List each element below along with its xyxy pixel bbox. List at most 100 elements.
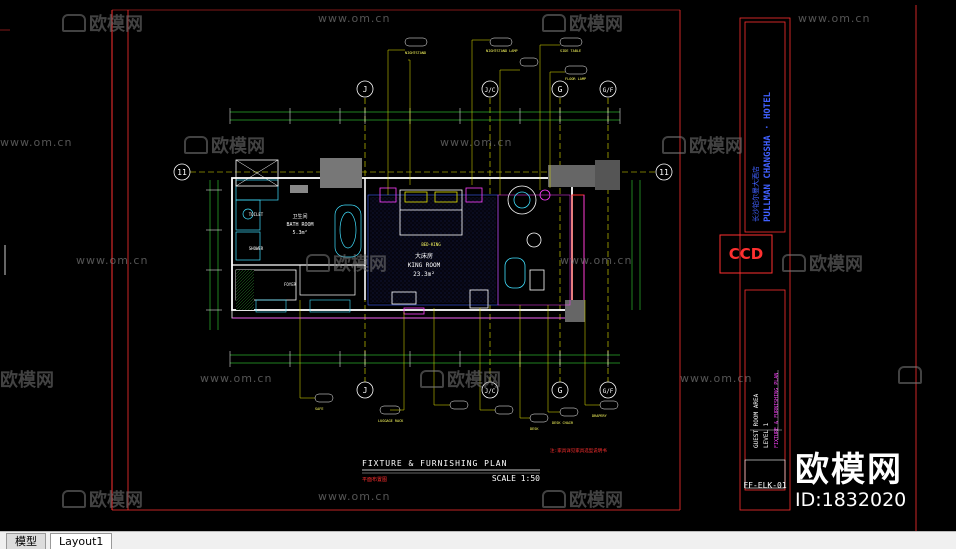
bath-fixtures bbox=[235, 179, 362, 296]
watermark-url: www.om.cn bbox=[680, 372, 753, 385]
callout-tags-bottom bbox=[314, 393, 619, 423]
callout-safe: SAFE bbox=[315, 407, 323, 411]
cad-drawing[interactable]: J J/C G G/F J J/C G G/F bbox=[0, 0, 956, 531]
watermark-brand: 欧模网 bbox=[782, 250, 863, 276]
grid-bubble-top-jc: J/C bbox=[481, 80, 499, 98]
watermark-url: www.om.cn bbox=[560, 254, 633, 267]
plan-title-block: FIXTURE & FURNISHING PLAN 平面布置图 SCALE 1:… bbox=[362, 459, 540, 483]
tab-model[interactable]: 模型 bbox=[6, 533, 46, 549]
watermark-logo-icon bbox=[898, 366, 922, 384]
watermark-logo-icon bbox=[62, 14, 86, 32]
watermark-logo-icon bbox=[420, 370, 444, 388]
armchair bbox=[504, 185, 551, 291]
dimension-lines bbox=[209, 111, 641, 364]
watermark-brand: 欧模网 bbox=[62, 10, 143, 36]
room-area: 23.3m² bbox=[413, 271, 435, 278]
shower-area bbox=[235, 159, 279, 187]
plan-title: FIXTURE & FURNISHING PLAN bbox=[362, 459, 507, 468]
tb-drawing: FIXTURE & FURNISHING PLAN bbox=[774, 373, 780, 448]
desk-luggage bbox=[391, 289, 489, 315]
grid-bubble-left-11: 11 bbox=[173, 163, 191, 181]
plan-scale: SCALE 1:50 bbox=[492, 474, 540, 483]
watermark-url: www.om.cn bbox=[440, 136, 513, 149]
watermark-url: www.om.cn bbox=[0, 136, 73, 149]
king-bed bbox=[379, 187, 483, 236]
watermark-brand: 欧模网 bbox=[542, 10, 623, 36]
grid-label: G bbox=[558, 85, 563, 94]
watermark-url: www.om.cn bbox=[200, 372, 273, 385]
bed-label: BED-KING bbox=[421, 242, 441, 247]
callout-tags-top bbox=[404, 37, 588, 75]
grid-bubble-top-gf: G/F bbox=[599, 80, 617, 98]
foyer-wardrobe bbox=[235, 269, 351, 313]
watermark-logo-icon bbox=[306, 254, 330, 272]
shower-label: SHOWER bbox=[249, 246, 264, 251]
watermark-big-brand: 欧模网 ID:1832020 bbox=[795, 452, 906, 512]
callout-side-table: SIDE TABLE bbox=[560, 49, 581, 53]
watermark-brand: 欧模网 bbox=[0, 370, 54, 391]
callout-desk: DESK bbox=[530, 427, 539, 431]
layout-sheet-frames bbox=[0, 5, 917, 531]
grid-label: J/C bbox=[485, 87, 496, 94]
room-cn: 大床房 bbox=[415, 252, 433, 260]
dimension-ticks bbox=[206, 108, 621, 367]
grid-bubble-bottom-j: J bbox=[356, 381, 374, 399]
callout-leaders-top bbox=[387, 39, 565, 195]
grid-label: J bbox=[363, 85, 368, 94]
grid-label: 11 bbox=[659, 168, 669, 177]
callout-floor-lamp: FLOOR LAMP bbox=[565, 77, 586, 81]
watermark-logo-icon bbox=[782, 254, 806, 272]
callout-luggage-rack: LUGGAGE RACK bbox=[378, 419, 404, 423]
title-block: PULLMAN CHANGSHA · HOTEL 长沙铂尔曼大酒店 CCD GU… bbox=[719, 21, 787, 491]
king-room-floor bbox=[367, 194, 571, 306]
watermark-brand: 欧模网 bbox=[306, 250, 387, 276]
tb-number: FF-ELK-01 bbox=[743, 481, 787, 490]
tab-layout1[interactable]: Layout1 bbox=[50, 533, 113, 549]
bath-cn: 卫生间 bbox=[292, 213, 307, 220]
hotel-name-cn: 长沙铂尔曼大酒店 bbox=[751, 166, 760, 222]
grid-label: J bbox=[363, 386, 368, 395]
callout-nightstand: NIGHTSTAND bbox=[405, 51, 426, 55]
room-en: KING ROOM bbox=[408, 262, 441, 269]
watermark-brand: 欧模网 bbox=[420, 366, 501, 392]
plan-title-cn: 平面布置图 bbox=[362, 476, 387, 483]
grid-bubble-top-j: J bbox=[356, 80, 374, 98]
grid-bubble-right-11: 11 bbox=[655, 163, 673, 181]
watermark-url: www.om.cn bbox=[76, 254, 149, 267]
layout-tab-bar: 模型 Layout1 bbox=[0, 531, 956, 549]
resource-id: ID:1832020 bbox=[795, 489, 907, 511]
grid-bubble-bottom-gf: G/F bbox=[599, 381, 617, 399]
grid-label: G bbox=[558, 386, 563, 395]
hotel-name: PULLMAN CHANGSHA · HOTEL bbox=[763, 91, 773, 222]
watermark-logo-icon bbox=[184, 136, 208, 154]
callout-leaders-bottom bbox=[299, 300, 600, 419]
structural-columns bbox=[290, 158, 620, 322]
watermark-brand: 欧模网 bbox=[184, 132, 265, 158]
watermark-logo-icon bbox=[62, 490, 86, 508]
grid-bubble-bottom-g: G bbox=[551, 381, 569, 399]
grid-bubble-top-g: G bbox=[551, 80, 569, 98]
tb-level: LEVEL 1 bbox=[763, 422, 770, 448]
plan-note: 注:家具详见家具选型说明书 bbox=[550, 447, 607, 454]
bath-area: 5.3m² bbox=[292, 230, 307, 236]
big-brand-text: 欧模网 bbox=[795, 450, 903, 490]
bath-en: BATH ROOM bbox=[286, 222, 313, 228]
ccd-logo: CCD bbox=[729, 245, 763, 263]
callout-drapery: DRAPERY bbox=[592, 414, 608, 418]
watermark-brand: 欧模网 bbox=[62, 486, 143, 512]
callout-desk-chair: DESK CHAIR bbox=[552, 421, 574, 425]
cad-model-space[interactable]: J J/C G G/F J J/C G G/F bbox=[0, 0, 956, 531]
tb-area: GUEST ROOM AREA bbox=[753, 393, 760, 448]
watermark-url: www.om.cn bbox=[798, 12, 871, 25]
watermark-url: www.om.cn bbox=[318, 490, 391, 503]
grid-label: 11 bbox=[177, 168, 187, 177]
watermark-brand: 欧模网 bbox=[542, 486, 623, 512]
watermark-logo-icon bbox=[662, 136, 686, 154]
callout-nightstand-lamp: NIGHTSTAND LAMP bbox=[486, 49, 518, 53]
watermark-url: www.om.cn bbox=[318, 12, 391, 25]
watermark-brand bbox=[898, 366, 925, 387]
grid-label: G/F bbox=[603, 87, 614, 94]
watermark-logo-icon bbox=[542, 490, 566, 508]
watermark-logo-icon bbox=[542, 14, 566, 32]
watermark-brand: 欧模网 bbox=[662, 132, 743, 158]
